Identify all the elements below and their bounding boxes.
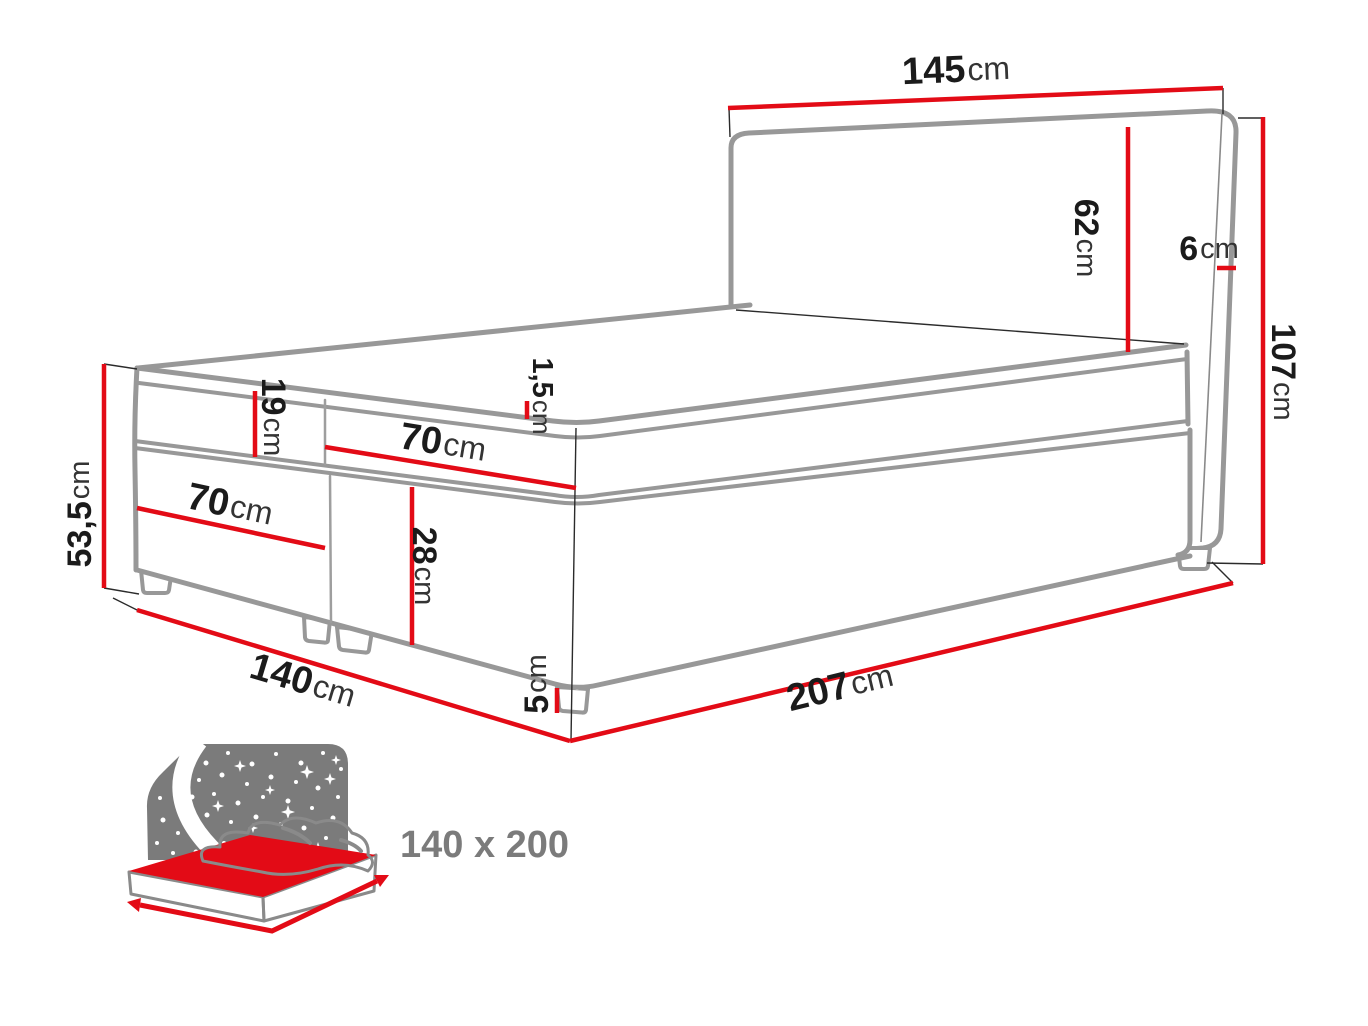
star-sparkle-icon	[331, 755, 341, 765]
extension-140-left	[112, 597, 140, 612]
base-right-edge	[1175, 427, 1193, 558]
bed-size-label: 140 x 200	[400, 824, 569, 866]
dim-label-base-half-width: 70cm	[183, 475, 277, 534]
star-dot-icon	[158, 796, 162, 800]
dim-label-leg-height: 5cm	[518, 654, 556, 714]
star-dot-icon	[212, 792, 216, 796]
base-top-edge	[133, 431, 1192, 506]
icon-duvet	[199, 816, 374, 876]
mattress-top-front-edge	[134, 342, 1189, 425]
star-dot-icon	[204, 812, 210, 818]
icon-pillow-fold-a	[281, 826, 312, 845]
bed-left-edge	[132, 365, 140, 573]
dim-line-bed-width	[136, 607, 571, 744]
bed-body	[132, 302, 1193, 690]
icon-measure-arrow-line	[139, 878, 379, 934]
extension-front-corner	[570, 427, 577, 742]
star-dot-icon	[249, 761, 255, 767]
dim-line-headboard-width	[727, 85, 1224, 111]
base-bottom-edge	[134, 553, 1193, 690]
headboard-edge-crease	[1200, 113, 1223, 543]
mattress-back-edge	[735, 309, 1185, 345]
icon-arrowhead-right	[374, 875, 389, 887]
star-dot-icon	[160, 817, 166, 823]
star-dot-icon	[301, 825, 307, 831]
star-dot-icon	[310, 806, 314, 810]
extension-207-right	[1211, 561, 1234, 584]
star-dot-icon	[315, 785, 321, 791]
mattress-right-edge	[1184, 349, 1191, 427]
star-dot-icon	[321, 751, 325, 755]
star-dot-icon	[324, 836, 328, 840]
star-dot-icon	[298, 760, 304, 766]
dim-label-total-height: 107cm	[1264, 323, 1302, 420]
star-dot-icon	[235, 800, 241, 806]
star-dot-icon	[197, 778, 201, 782]
star-sparkle-icon	[248, 823, 258, 833]
star-dot-icon	[274, 752, 278, 756]
star-dot-icon	[261, 795, 265, 799]
dim-line-base-half-width	[136, 505, 326, 551]
star-dot-icon	[176, 831, 180, 835]
star-sparkle-icon	[180, 785, 190, 795]
star-dot-icon	[285, 798, 291, 804]
dimension-labels: 145cm 62cm 6cm 107cm 1,5cm 19cm 70cm 70c…	[61, 47, 1302, 720]
extension-lines	[103, 88, 1264, 742]
headboard-front-outline	[728, 108, 1210, 319]
mattress-topper-seam	[137, 357, 1189, 440]
star-dot-icon	[294, 780, 298, 784]
mattress-top-left-edge	[135, 302, 753, 371]
extension-535-top	[103, 363, 138, 370]
dim-label-side-height: 53,5cm	[61, 461, 99, 568]
base-center-seam	[328, 474, 333, 624]
dim-label-topper: 1,5cm	[526, 358, 558, 435]
dimension-lines	[101, 85, 1266, 744]
star-dot-icon	[245, 782, 249, 786]
mattress-bottom-seam	[133, 419, 1190, 499]
star-dot-icon	[253, 814, 259, 820]
star-dot-icon	[339, 767, 343, 771]
dim-label-mattress-half-width: 70cm	[397, 415, 490, 470]
dim-label-mattress-height: 19cm	[254, 378, 292, 457]
star-sparkle-icon	[234, 760, 246, 772]
extension-107-bottom	[1206, 562, 1264, 565]
star-dot-icon	[336, 795, 340, 799]
star-sparkle-icon	[265, 785, 275, 795]
icon-mattress-top	[129, 835, 376, 897]
star-dot-icon	[171, 851, 175, 855]
star-dot-icon	[226, 751, 230, 755]
star-sparkle-icon	[281, 805, 295, 819]
dim-label-headboard-thickness: 6cm	[1179, 230, 1239, 268]
star-sparkle-icon	[212, 800, 224, 812]
icon-pillow-fold-b	[339, 838, 363, 853]
star-dot-icon	[155, 841, 159, 845]
icon-mattress-right-face	[261, 853, 378, 923]
star-dot-icon	[268, 774, 274, 780]
dim-label-headboard-width: 145cm	[901, 47, 1011, 93]
bed-legs	[139, 546, 1212, 715]
dim-line-mattress-half-width	[324, 444, 577, 491]
extension-535-bottom	[103, 587, 140, 595]
star-dot-icon	[203, 760, 209, 766]
leg-front	[555, 685, 590, 715]
star-dot-icon	[229, 820, 233, 824]
dim-line-bed-length	[569, 580, 1234, 744]
dim-label-base-height: 28cm	[405, 527, 443, 606]
star-dot-icon	[219, 772, 225, 778]
headboard-side-panel	[1199, 116, 1237, 548]
star-sparkle-icon	[300, 765, 314, 779]
star-dot-icon	[197, 832, 203, 838]
dim-label-headboard-height: 62cm	[1067, 199, 1105, 278]
extension-145-left	[728, 107, 731, 138]
star-dot-icon	[182, 812, 186, 816]
star-dot-icon	[189, 794, 195, 800]
bed-size-icon: 140 x 200	[127, 735, 569, 934]
star-sparkle-icon	[324, 773, 336, 785]
icon-arrowhead-left	[127, 898, 141, 912]
